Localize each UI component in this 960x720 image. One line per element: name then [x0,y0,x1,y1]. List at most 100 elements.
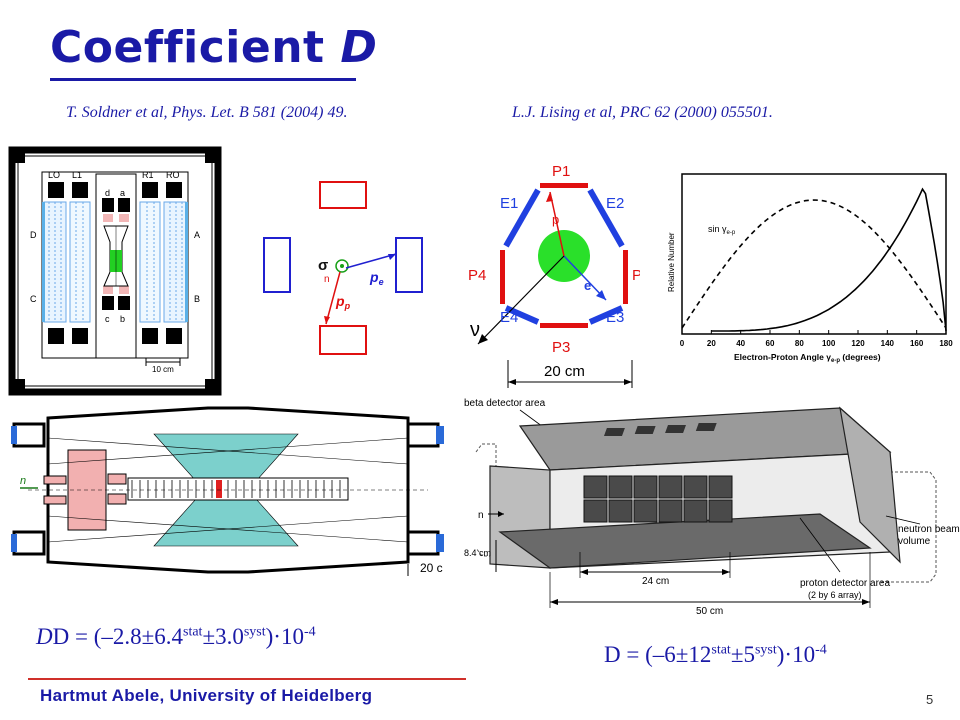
geometry-proton-vector [325,271,341,325]
figure-beamline: n 20 c [11,406,444,576]
figure-octagon-detector: P1 P4 P P3 p E1 E2 E4 E3 e ν 20 cm [468,163,640,388]
distribution-tick-label: 0 [680,339,685,348]
beamline-housing [46,406,410,574]
result-left-mid: ±3.0 [202,624,244,649]
trine-proton-detectors [102,198,130,310]
result-left-lead: D = (–2.8±6.4 [52,624,183,649]
label-p1: P1 [552,163,570,180]
geometry-detector-top [319,181,367,209]
label-proton: p [552,212,559,227]
label-lo: LO [48,170,60,180]
label-e1: E1 [500,195,518,212]
result-left-exp: -4 [303,624,316,640]
geometry-detector-right [395,237,423,293]
emit-proton-detector-block [683,475,708,499]
emit-proton-detector-block [633,475,658,499]
distribution-tick-label: 160 [910,339,924,348]
title-prefix: Coefficient [50,22,341,73]
emit-dim84-label: 8.4 cm [464,548,491,558]
distribution-tick-label: 40 [736,339,745,348]
result-lising: D = (–6±12stat±5syst)·10-4 [604,642,827,668]
trine-wire-chambers-left [43,201,91,323]
geometry-pe-label: pe [369,269,384,287]
label-e3: E3 [606,309,624,326]
result-left-syst: syst [243,624,266,640]
result-soldner: DD = (–2.8±6.4stat±3.0syst)·10-4 [36,624,316,649]
emit-proton-detector-block [708,475,733,499]
geometry-pp-label: pp [335,293,351,311]
result-left-tail: )·10 [265,624,304,649]
label-side-b: B [194,294,200,304]
result-right-lead: D = (–6±12 [604,642,712,667]
footer-rule [28,678,466,680]
label-d: d [105,188,110,198]
emit-proton-detector-block [608,475,633,499]
label-electron: e [584,278,591,293]
label-p4: P4 [468,267,486,284]
title-underline [50,78,356,81]
distribution-x-axis-label: Electron-Proton Angle γe-p (degrees) [734,352,881,364]
emit-neutron-label: neutron beam [898,524,960,535]
emit-proton-detector-array [583,475,733,523]
distribution-tick-label: 180 [939,339,953,348]
emit-proton-detector-block [583,499,608,523]
label-e4: E4 [500,309,518,326]
octagon-proton-segments [500,183,628,328]
distribution-measured-curve [711,187,947,332]
distribution-tick-label: 20 [707,339,716,348]
octagon-neutrino-track [477,255,565,345]
distribution-tick-label: 140 [881,339,895,348]
label-c: c [105,314,110,324]
label-side-c: C [30,294,37,304]
result-right-stat: stat [711,642,731,658]
octagon-electron-segments [503,188,625,325]
beamline-neutron-label: n [20,475,26,487]
emit-proton-area-label: proton detector area [800,578,890,589]
emit-proton-detector-block [583,475,608,499]
geometry-detector-bottom [319,325,367,355]
label-side-a: A [194,230,200,240]
distribution-tick-label: 80 [795,339,804,348]
figure-emit-3d: beta detector area n neutron beam volume… [460,392,960,620]
result-left-stat: stat [183,624,203,640]
geometry-neutron-spin-symbol [335,259,349,273]
figure-trine-detector: LO L1 R1 RO d a c b D C A B 10 cm [8,146,222,396]
label-p3: P3 [552,339,570,356]
label-l1: L1 [72,170,82,180]
beamline-electrode-stack [127,477,349,501]
emit-proton-detector-block [658,499,683,523]
emit-proton-detector-block [708,499,733,523]
result-right-mid: ±5 [730,642,755,667]
octagon-scale-label: 20 cm [544,363,585,380]
geometry-sigma-label: σ [318,257,328,274]
result-right-exp: -4 [815,642,827,658]
emit-dim50-label: 50 cm [696,606,723,617]
label-side-d: D [30,230,37,240]
geometry-detector-left [263,237,291,293]
trine-inner-frame [17,155,213,387]
beamline-scale-label: 20 c [420,561,443,575]
label-ro: RO [166,170,180,180]
reference-lising: L.J. Lising et al, PRC 62 (2000) 055501. [512,104,773,121]
beamline-decay-marker [216,480,222,498]
octagon-proton-track [549,191,565,257]
title-symbol: D [340,22,378,73]
result-right-syst: syst [754,642,777,658]
distribution-sine-curve [681,199,947,329]
label-a: a [120,188,125,198]
page-number: 5 [926,692,934,707]
emit-dim24-label: 24 cm [642,576,669,587]
label-b: b [120,314,125,324]
geometry-n-label: n [324,274,330,285]
emit-beta-label: beta detector area [464,398,546,409]
distribution-plot-frame [681,173,947,335]
trine-scintillator-blocks [48,182,182,344]
geometry-electron-vector [345,253,397,269]
distribution-y-axis-label: Relative Number [667,232,676,292]
trine-frame [8,146,222,396]
emit-proton-detector-block [633,499,658,523]
trine-scale-label: 10 cm [152,365,174,374]
footer-author: Hartmut Abele, University of Heidelberg [40,686,373,705]
label-e2: E2 [606,195,624,212]
label-p2: P [632,267,640,284]
